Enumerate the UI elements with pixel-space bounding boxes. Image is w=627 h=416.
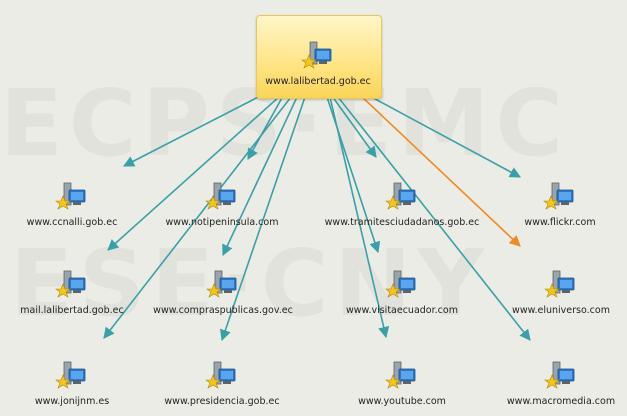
edge-to-macromedia — [337, 96, 531, 341]
node-notipeninsula[interactable]: www.notipeninsula.com — [152, 181, 292, 228]
node-label: www.eluniverso.com — [512, 305, 610, 316]
server-computer-icon — [544, 360, 578, 390]
server-computer-icon — [543, 181, 577, 211]
edge-to-tramitesciudadanos — [331, 95, 377, 158]
server-computer-icon — [206, 269, 240, 299]
root-node-content[interactable]: www.lalibertad.gob.ec — [256, 40, 380, 87]
node-macromedia[interactable]: www.macromedia.com — [500, 360, 622, 407]
node-presidencia[interactable]: www.presidencia.gob.ec — [152, 360, 292, 407]
edge-to-eluniverso — [359, 94, 521, 247]
server-computer-icon — [544, 269, 578, 299]
node-compraspublicas[interactable]: www.compraspublicas.gov.ec — [142, 269, 304, 316]
edge-to-compraspublicas — [222, 96, 298, 257]
node-label: www.compraspublicas.gov.ec — [153, 305, 293, 316]
node-youtube[interactable]: www.youtube.com — [342, 360, 462, 407]
node-label: www.macromedia.com — [506, 396, 616, 407]
server-computer-icon — [385, 269, 419, 299]
node-ccnalli[interactable]: www.ccnalli.gob.ec — [10, 181, 134, 228]
node-flickr[interactable]: www.flickr.com — [515, 181, 605, 228]
edge-to-youtube — [329, 96, 390, 339]
server-computer-icon — [205, 360, 239, 390]
edge-to-flickr — [363, 92, 521, 178]
root-node-label: www.lalibertad.gob.ec — [265, 76, 371, 87]
node-label: www.youtube.com — [358, 396, 446, 407]
server-computer-icon — [385, 360, 419, 390]
node-visitaecuador[interactable]: www.visitaecuador.com — [330, 269, 474, 316]
edge-to-jonijnm — [103, 96, 292, 339]
node-tramitesciudadanos[interactable]: www.tramitesciudadanos.gob.ec — [312, 181, 492, 228]
server-computer-icon — [301, 40, 335, 70]
edge-to-presidencia — [219, 96, 306, 342]
node-label: www.ccnalli.gob.ec — [26, 217, 118, 228]
node-label: www.flickr.com — [524, 217, 596, 228]
node-label: www.tramitesciudadanos.gob.ec — [324, 217, 480, 228]
node-label: www.visitaecuador.com — [346, 305, 458, 316]
edge-to-notipeninsula — [247, 95, 284, 160]
node-label: www.jonijnm.es — [34, 396, 110, 407]
node-label: mail.lalibertad.gob.ec — [20, 305, 124, 316]
server-computer-icon — [205, 181, 239, 211]
server-computer-icon — [55, 181, 89, 211]
node-eluniverso[interactable]: www.eluniverso.com — [502, 269, 620, 316]
node-mail[interactable]: mail.lalibertad.gob.ec — [4, 269, 140, 316]
node-label: www.notipeninsula.com — [165, 217, 279, 228]
edge-to-mail — [107, 95, 281, 251]
server-computer-icon — [385, 181, 419, 211]
node-label: www.presidencia.gob.ec — [164, 396, 280, 407]
server-computer-icon — [55, 269, 89, 299]
node-jonijnm[interactable]: www.jonijnm.es — [20, 360, 124, 407]
edge-to-ccnalli — [123, 91, 269, 167]
server-computer-icon — [55, 360, 89, 390]
